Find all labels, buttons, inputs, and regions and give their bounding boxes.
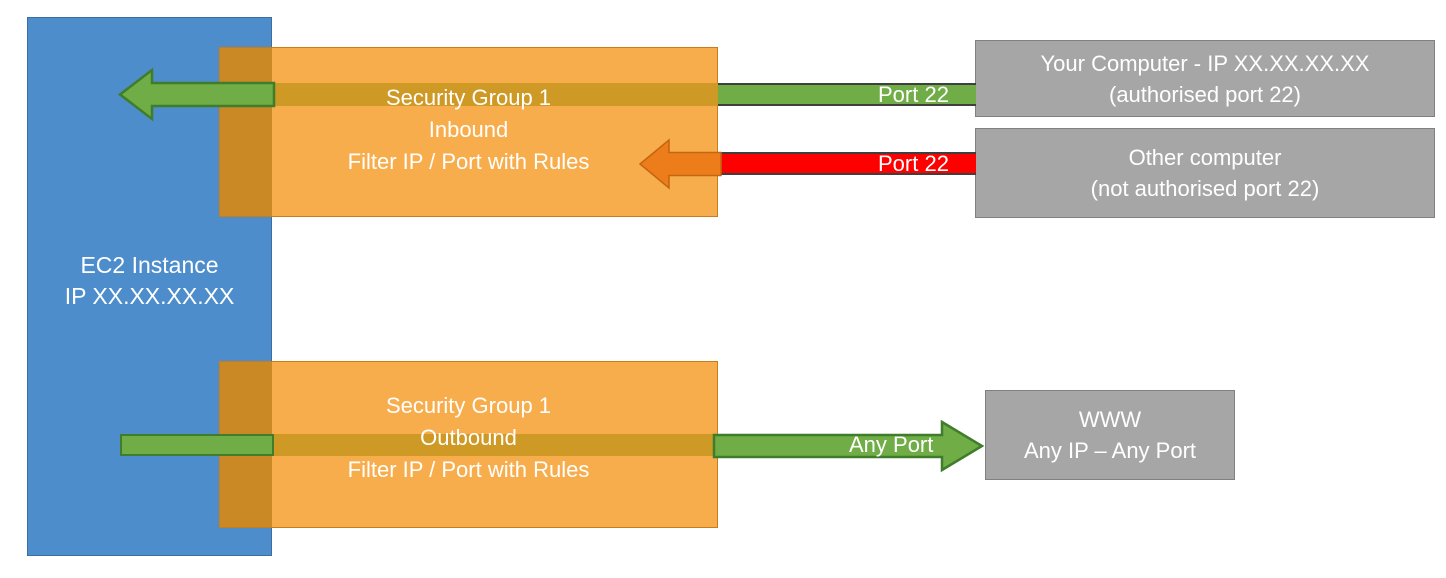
www-box: WWW Any IP – Any Port bbox=[985, 390, 1235, 480]
your-computer-box: Your Computer - IP XX.XX.XX.XX (authoris… bbox=[975, 40, 1435, 117]
allowed-inbound-bar-through-security-group bbox=[272, 83, 718, 106]
allowed-inbound-arrow-icon bbox=[117, 67, 276, 122]
other-computer-line2: (not authorised port 22) bbox=[1090, 176, 1320, 201]
www-line2: Any IP – Any Port bbox=[1023, 438, 1197, 463]
www-line1: WWW bbox=[1078, 407, 1142, 432]
allowed-inbound-bar bbox=[718, 83, 976, 106]
your-computer-line1: Your Computer - IP XX.XX.XX.XX bbox=[1040, 50, 1370, 76]
blocked-inbound-arrow-icon bbox=[638, 138, 722, 190]
allowed-outbound-bar bbox=[120, 434, 274, 456]
allowed-outbound-arrow-icon bbox=[712, 419, 985, 473]
security-group-inbound-box bbox=[219, 47, 718, 217]
other-computer-line1: Other computer bbox=[1128, 145, 1282, 170]
blocked-inbound-bar bbox=[718, 152, 976, 175]
allowed-outbound-bar-through-security-group bbox=[272, 434, 718, 456]
your-computer-line2: (authorised port 22) bbox=[1109, 81, 1301, 107]
other-computer-box: Other computer (not authorised port 22) bbox=[975, 128, 1435, 218]
